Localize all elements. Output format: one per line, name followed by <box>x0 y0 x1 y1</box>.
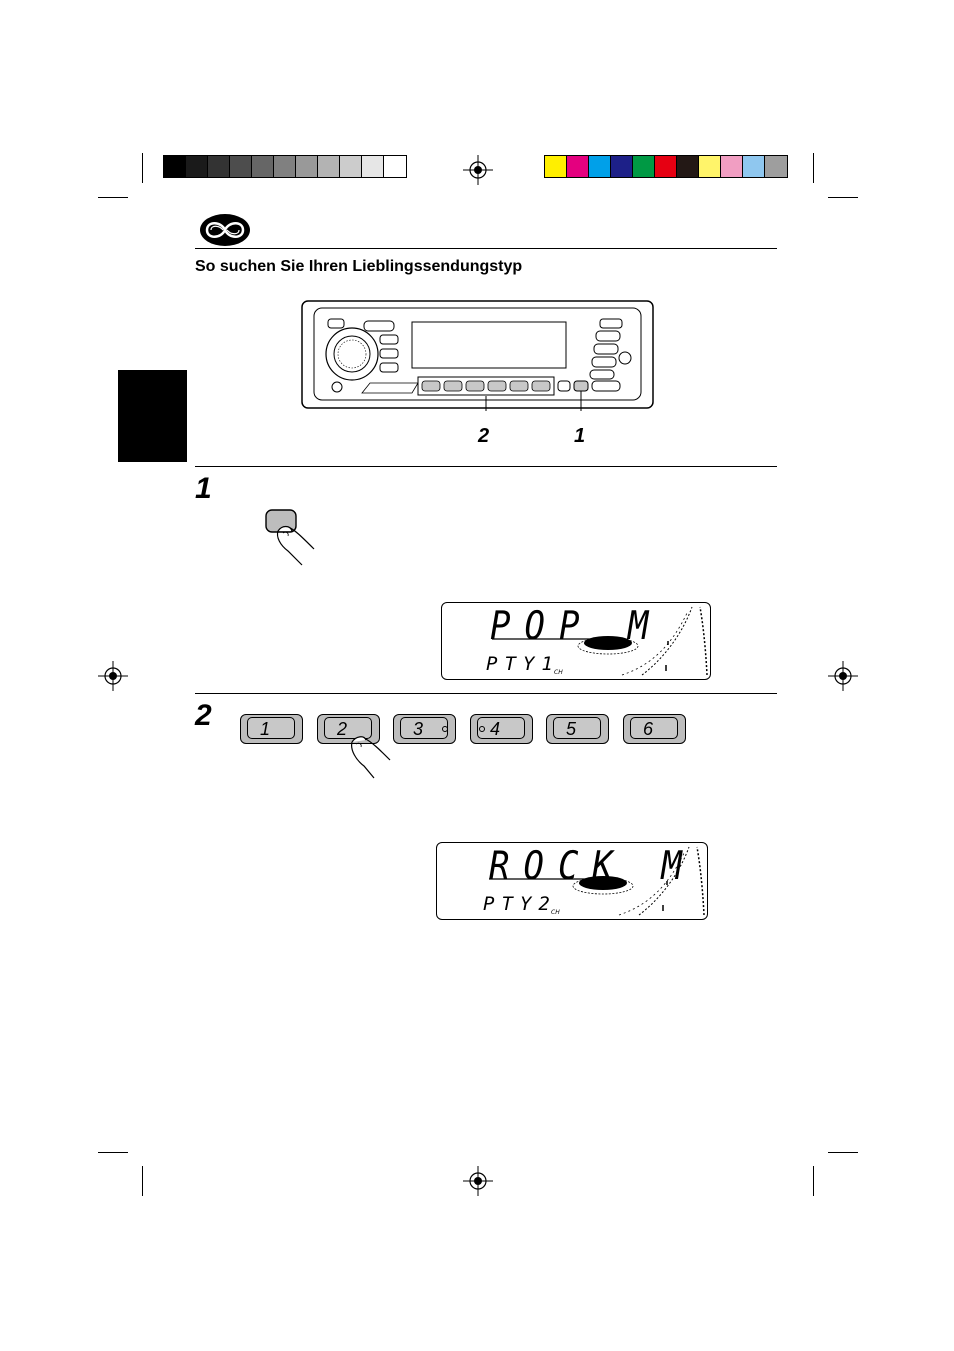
preset-button-3[interactable]: 3 <box>393 714 456 744</box>
pty-button-press-illustration <box>265 509 315 566</box>
step-1-number: 1 <box>195 472 212 505</box>
preset-dot-icon <box>442 726 448 732</box>
lcd-display-rock: ROCK M PTY2 CH <box>436 842 708 920</box>
preset-button-5[interactable]: 5 <box>546 714 609 744</box>
preset-dot-icon <box>479 726 485 732</box>
color-swatch <box>633 156 655 177</box>
callout-presets-label: 2 <box>478 425 490 447</box>
grayscale-swatch <box>318 156 340 177</box>
display-road-graphic <box>489 846 705 916</box>
display-sub-text: PTY1 <box>486 653 560 675</box>
color-swatch <box>699 156 721 177</box>
section-heading: So suchen Sie Ihren Lieblingssendungstyp <box>195 258 523 275</box>
grayscale-swatch <box>362 156 384 177</box>
step-2-number: 2 <box>195 699 212 732</box>
grayscale-swatch <box>164 156 186 177</box>
step-1-rule <box>195 466 777 467</box>
preset-label: 3 <box>400 717 448 739</box>
lcd-display-pop: POP M PTY1 CH <box>441 602 711 680</box>
preset-button-6[interactable]: 6 <box>623 714 686 744</box>
color-swatch <box>589 156 611 177</box>
grayscale-swatch <box>296 156 318 177</box>
preset-label: 1 <box>247 717 295 739</box>
grayscale-swatch <box>384 156 406 177</box>
registration-mark-icon <box>463 1166 493 1196</box>
grayscale-swatch <box>252 156 274 177</box>
color-swatch <box>765 156 787 177</box>
color-swatch <box>611 156 633 177</box>
crop-mark <box>813 1166 814 1196</box>
grayscale-swatch <box>274 156 296 177</box>
crop-mark <box>828 197 858 198</box>
color-swatch <box>567 156 589 177</box>
color-swatch <box>721 156 743 177</box>
crop-mark <box>142 153 143 183</box>
grayscale-swatch <box>340 156 362 177</box>
grayscale-calibration-bar <box>163 155 407 178</box>
step-2-rule <box>195 693 777 694</box>
preset-label: 5 <box>553 717 601 739</box>
crop-mark <box>98 197 128 198</box>
preset-label: 4 <box>477 717 525 739</box>
grayscale-swatch <box>230 156 252 177</box>
crop-mark <box>142 1166 143 1196</box>
grayscale-swatch <box>186 156 208 177</box>
grayscale-swatch <box>208 156 230 177</box>
header-rule <box>195 248 777 249</box>
color-swatch <box>743 156 765 177</box>
preset-button-2[interactable]: 2 <box>317 714 380 744</box>
color-swatch <box>655 156 677 177</box>
car-stereo-panel <box>301 300 654 411</box>
rds-logo-icon <box>200 214 250 246</box>
display-sub-text: PTY2 <box>483 893 557 915</box>
preset-label: 6 <box>630 717 678 739</box>
registration-mark-icon <box>828 661 858 691</box>
language-side-tab <box>118 370 187 462</box>
color-calibration-bar <box>544 155 788 178</box>
callout-pty-button-label: 1 <box>574 425 586 447</box>
preset-button-1[interactable]: 1 <box>240 714 303 744</box>
display-ch-indicator: CH <box>551 909 560 916</box>
color-swatch <box>545 156 567 177</box>
crop-mark <box>813 153 814 183</box>
registration-mark-icon <box>463 155 493 185</box>
display-ch-indicator: CH <box>554 669 563 676</box>
color-swatch <box>677 156 699 177</box>
crop-mark <box>98 1152 128 1153</box>
preset-label: 2 <box>324 717 372 739</box>
crop-mark <box>828 1152 858 1153</box>
preset-button-4[interactable]: 4 <box>470 714 533 744</box>
display-road-graphic <box>492 606 708 676</box>
finger-pressing-icon <box>351 736 391 779</box>
registration-mark-icon <box>98 661 128 691</box>
